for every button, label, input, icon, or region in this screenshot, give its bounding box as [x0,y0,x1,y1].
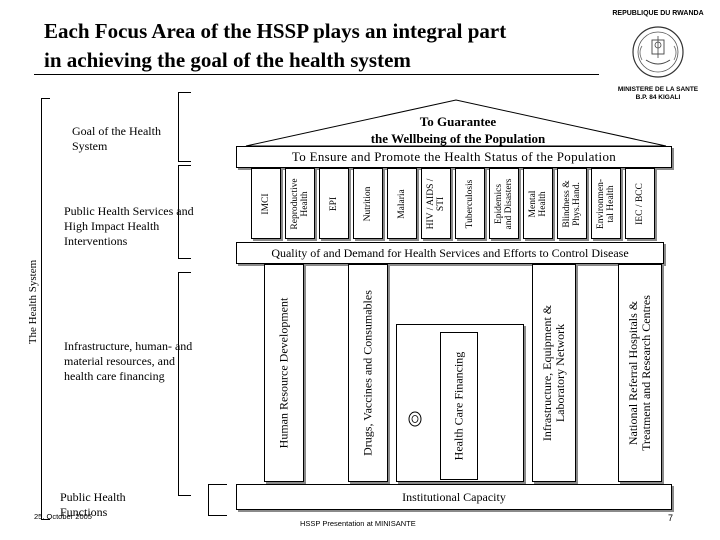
ministry-address: B.P. 84 KIGALI [635,94,681,101]
program-label-line2: Health [300,190,310,217]
slide-title: Each Focus Area of the HSSP plays an int… [44,17,604,75]
pillar-label-line1: Drugs, Vaccines and Consumables [360,290,375,456]
program-tuberculosis: Tuberculosis [455,168,485,239]
roof-text: To Guarantee the Wellbeing of the Popula… [300,113,616,147]
program-label-line1: EPI [329,196,339,211]
pillar-label: National Referral Hospitals &Treatment a… [626,295,653,451]
door-seal-icon [408,411,422,427]
program-label-line1: Epidemics [494,183,504,224]
public-health-services-label: Public Health Services and High Impact H… [64,204,194,248]
public-health-functions-label: Public Health Functions [60,490,126,519]
program-label-line1: Environmen- [596,178,606,229]
slide-title-line1: Each Focus Area of the HSSP plays an int… [44,19,507,43]
health-system-bracket [41,98,50,520]
slide-title-line2: in achieving the goal of the health syst… [44,48,411,72]
program-label-line1: Nutrition [363,186,373,221]
program-label: Environmen-tal Health [596,178,616,228]
program-label-line2: Health [538,190,548,217]
pillar-columns: Human Resource Development Drugs, Vaccin… [264,264,672,484]
pillar-label: Health Care Financing [451,351,466,461]
program-hiv-aids-sti: HIV / AIDS /STI [421,168,451,239]
pillar-human-resources: Human Resource Development [264,264,304,482]
services-bracket [178,165,191,259]
pillar-label-line1: Human Resource Development [276,297,291,449]
financing-door-panel: Health Care Financing [440,332,478,480]
program-label-line1: HIV / AIDS / [426,178,436,229]
program-label: EPI [329,196,339,210]
program-nutrition: Nutrition [353,168,383,239]
program-imci: IMCI [251,168,281,239]
footer-center: HSSP Presentation at MINISANTE [300,519,416,528]
pillar-label: Infrastructure, Equipment &Laboratory Ne… [540,305,567,441]
functions-bracket [208,484,227,516]
program-label-line2: and Disasters [504,178,514,229]
program-label-line1: Blindness & [562,179,572,228]
pillar-national-referral-hospitals: National Referral Hospitals &Treatment a… [618,264,662,482]
program-epi: EPI [319,168,349,239]
pillar-label-line1: Health Care Financing [451,351,466,461]
program-iec-bcc: IEC / BCC [625,168,655,239]
program-label: Nutrition [363,186,373,221]
roof-line2: the Wellbeing of the Population [370,131,546,146]
program-label: Tuberculosis [465,179,475,228]
ministry-label: MINISTERE DE LA SANTE B.P. 84 KIGALI [606,86,710,102]
pillar-label: Human Resource Development [276,297,291,449]
rwanda-seal-logo [632,26,684,78]
health-system-text: The Health System [27,259,39,344]
program-malaria: Malaria [387,168,417,239]
republic-label: REPUBLIQUE DU RWANDA [612,10,704,17]
program-label-line2: Phys.Hand. [572,181,582,226]
ministry-name: MINISTERE DE LA SANTE [617,86,699,93]
program-blindness-phys-hand: Blindness &Phys.Hand. [557,168,587,239]
program-label-line1: IEC / BCC [635,182,645,225]
program-label-line1: Malaria [397,188,407,219]
program-label-line2: STI [436,196,446,211]
program-environmental-health: Environmen-tal Health [591,168,621,239]
program-label: IMCI [261,193,271,214]
program-label: IEC / BCC [635,183,645,225]
health-system-label: The Health System [26,88,40,515]
institutional-capacity-bar: Institutional Capacity [236,484,672,510]
goal-label: Goal of the Health System [72,124,161,153]
program-label: HIV / AIDS /STI [426,178,446,229]
footer-date: 25. October 2005 [34,512,92,521]
program-label-line1: Tuberculosis [465,179,475,228]
infrastructure-bracket [178,272,191,496]
pillar-label-line2: Treatment and Research Centres [639,295,653,451]
program-label: Blindness &Phys.Hand. [562,180,582,227]
roof-line1: To Guarantee [419,114,497,129]
program-label-line2: tal Health [606,184,616,223]
infrastructure-label: Infrastructure, human- and material reso… [64,339,193,383]
quality-demand-bar: Quality of and Demand for Health Service… [236,242,664,264]
pillar-label: Drugs, Vaccines and Consumables [360,290,375,456]
goal-bracket [178,92,191,162]
pillar-financing-door: Health Care Financing [396,324,524,482]
program-label: Malaria [397,189,407,219]
pillar-label-line2: Laboratory Network [553,323,567,423]
pillar-infrastructure-equipment: Infrastructure, Equipment &Laboratory Ne… [532,264,576,482]
page-number: 7 [668,513,674,523]
title-divider [34,74,599,75]
program-label-line1: Mental [528,190,538,217]
program-label-line1: IMCI [261,192,271,215]
pillar-drugs-vaccines: Drugs, Vaccines and Consumables [348,264,388,482]
program-label-line1: Reproductive [290,177,300,230]
promote-health-bar: To Ensure and Promote the Health Status … [236,146,672,168]
